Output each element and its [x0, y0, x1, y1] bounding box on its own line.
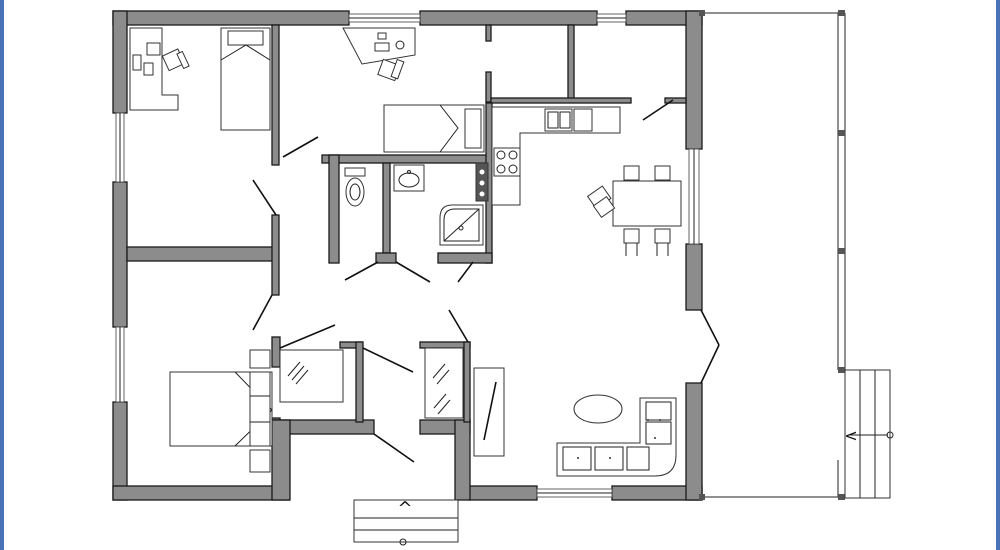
wardrobe-1: [279, 349, 344, 403]
stove: [493, 147, 521, 177]
bathroom-sink: [393, 164, 425, 192]
appliance-column: [475, 162, 489, 202]
office-chair-2: [377, 58, 405, 82]
porch: [699, 10, 846, 500]
study-desk: [129, 27, 179, 111]
double-bed: [169, 349, 273, 473]
porch-steps: [844, 369, 894, 499]
windows: [115, 13, 700, 498]
left-border: [0, 0, 4, 550]
right-border: [996, 0, 1000, 550]
office-chair: [161, 48, 190, 72]
shower: [439, 204, 484, 246]
porch-arrow: <: [844, 426, 857, 445]
entrance-steps: [353, 499, 459, 546]
toilet: [344, 167, 366, 207]
corner-sofa: [556, 397, 677, 477]
coffee-table: [573, 394, 623, 424]
single-bed-2: [383, 104, 485, 153]
dining-table: [612, 180, 682, 227]
tv-unit: [473, 367, 505, 457]
doors: [252, 99, 720, 463]
office-desk: [342, 27, 416, 65]
wardrobe-2: [424, 347, 464, 419]
single-bed-1: [220, 27, 271, 131]
kitchen-sink: [544, 108, 593, 132]
entrance-marker: ^: [397, 498, 412, 519]
dining-chairs: [586, 165, 671, 256]
